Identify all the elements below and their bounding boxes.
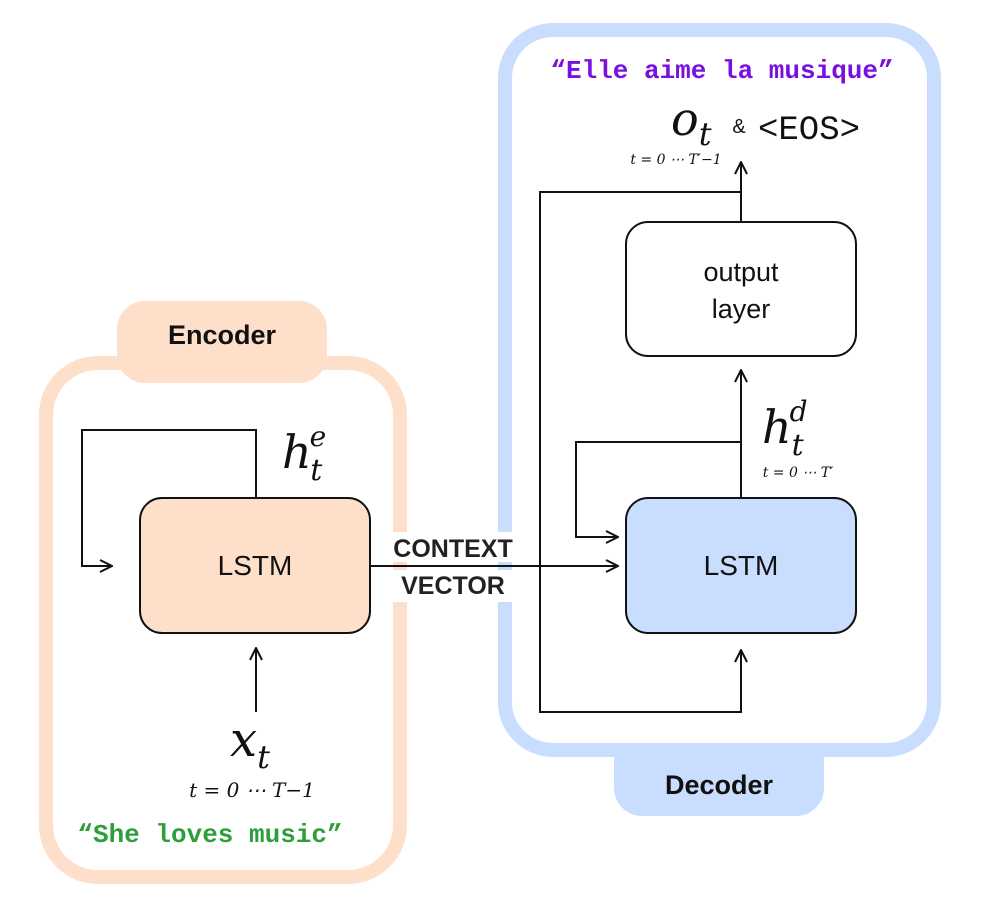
encoder-lstm-label: LSTM: [218, 550, 293, 581]
decoder-frame: [498, 23, 941, 757]
output-layer-box: [625, 221, 857, 357]
context-label-bg-2: [388, 570, 518, 602]
encoder-input-range: t = 0 ⋯ T−1: [189, 778, 315, 802]
encoder-tab-label: Encoder: [168, 320, 277, 350]
decoder-output-symbol: ot: [671, 92, 712, 153]
encoder-frame: [39, 356, 407, 884]
decoder-feedback-arrow: [539, 191, 741, 713]
encoder-input-symbol: xt: [230, 712, 270, 776]
decoder-hidden-range: t = 0 ⋯ T′: [763, 465, 834, 481]
decoder-lstm-cell: [625, 497, 857, 634]
decoder-group: Decoder “Elle aime la musique” ot t = 0 …: [498, 23, 941, 816]
encoder-recurrence-arrow: [81, 429, 257, 566]
context-vector-group: CONTEXT VECTOR: [370, 532, 618, 602]
output-layer-label-line2: layer: [712, 294, 771, 324]
output-layer-label-line1: output: [703, 257, 779, 287]
context-vector-label-line1: CONTEXT: [393, 535, 512, 563]
decoder-tab-label: Decoder: [665, 770, 774, 800]
decoder-lstm-label: LSTM: [704, 550, 779, 581]
decoder-sentence: “Elle aime la musique”: [550, 56, 893, 86]
decoder-output-ampersand: &: [732, 116, 746, 138]
context-vector-label-line2: VECTOR: [401, 572, 505, 600]
decoder-eos-token: <EOS>: [758, 112, 860, 150]
context-label-bg-1: [378, 532, 526, 562]
encoder-sentence: “She loves music”: [77, 820, 342, 850]
decoder-recurrence-arrow: [575, 441, 741, 537]
decoder-output-range: t = 0 ⋯ T′−1: [630, 152, 721, 168]
